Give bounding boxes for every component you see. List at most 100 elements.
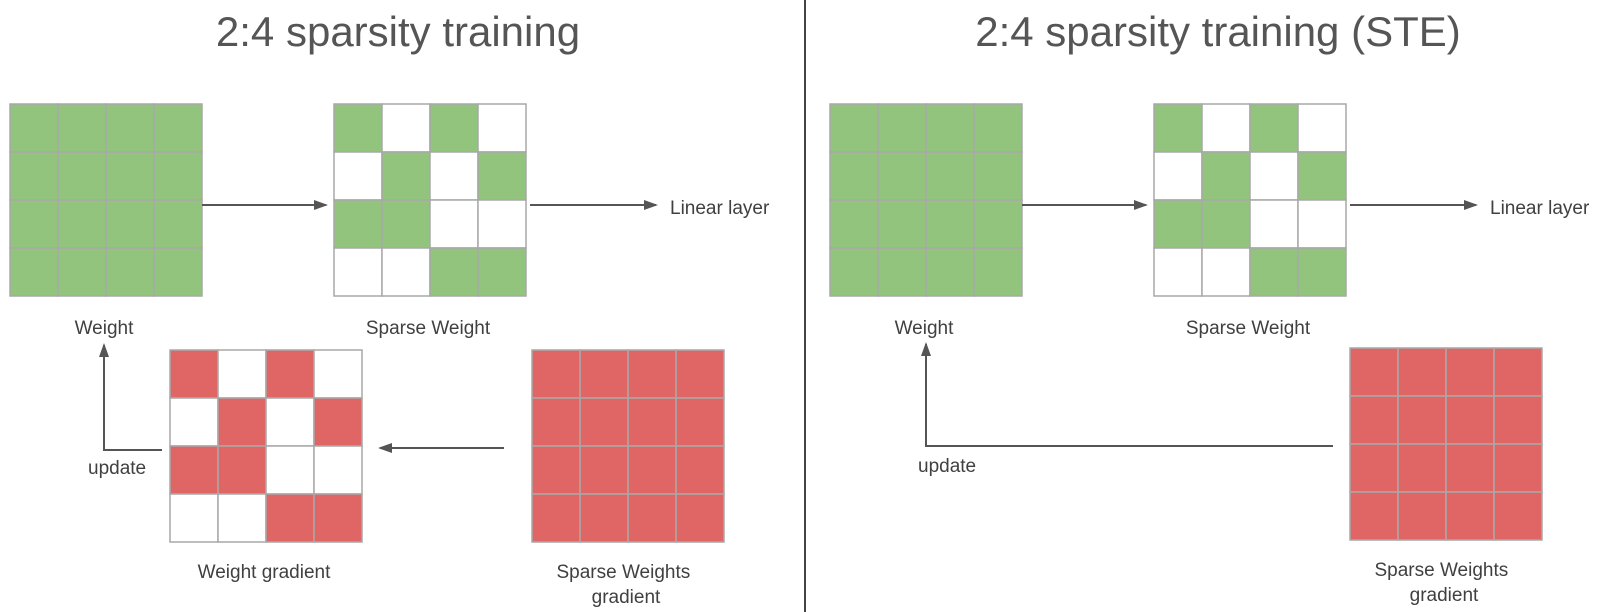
right-sparse-weights-gradient-grid-cell	[1349, 443, 1399, 493]
left-sparse-weight-grid-cell	[429, 247, 479, 297]
right-sparse-weights-gradient-grid-cell	[1397, 491, 1447, 541]
right-sparse-weight-grid-cell	[1201, 103, 1251, 153]
left-weight-gradient-grid-cell	[265, 493, 315, 543]
right-sparse-weights-gradient-grid-cell	[1493, 443, 1543, 493]
right-weight-grid-cell	[829, 151, 879, 201]
right-weight-grid-cell	[877, 199, 927, 249]
left-update-label: update	[88, 458, 146, 479]
left-sparse-weight-grid-cell	[477, 247, 527, 297]
left-weight-gradient-grid	[169, 349, 363, 543]
right-sparse-weight-grid-cell	[1249, 151, 1299, 201]
right-sparse-weights-gradient-grid-cell	[1493, 395, 1543, 445]
left-sparse-weights-gradient-line1: Sparse Weights	[556, 562, 690, 583]
left-sparse-weights-gradient-grid	[531, 349, 725, 543]
right-sparse-weights-gradient-line1: Sparse Weights	[1374, 560, 1508, 581]
right-sparse-weights-gradient-grid-cell	[1445, 395, 1495, 445]
right-weight-grid-cell	[925, 199, 975, 249]
right-sparse-weights-gradient-grid-cell	[1397, 395, 1447, 445]
right-linear-layer-label: Linear layer	[1490, 198, 1590, 219]
left-weight-gradient-grid-cell	[169, 397, 219, 447]
right-sparse-weight-label: Sparse Weight	[1186, 318, 1311, 339]
right-weight-grid-cell	[829, 247, 879, 297]
left-weight-gradient-grid-cell	[313, 397, 363, 447]
right-sparse-weight-grid-cell	[1297, 151, 1347, 201]
left-weight-gradient-label: Weight gradient	[198, 562, 331, 583]
right-sparse-weight-grid-cell	[1249, 247, 1299, 297]
left-sparse-weight-grid-cell	[477, 199, 527, 249]
left-weight-grid-cell	[153, 247, 203, 297]
right-sparse-weights-gradient-label: Sparse Weights gradient	[1374, 560, 1513, 606]
right-sparse-weight-grid-cell	[1297, 199, 1347, 249]
left-sparse-weights-gradient-grid-cell	[675, 445, 725, 495]
right-sparse-weight-grid-cell	[1249, 199, 1299, 249]
left-sparse-weight-grid-cell	[333, 103, 383, 153]
left-weight-gradient-grid-cell	[217, 445, 267, 495]
left-sparse-weights-gradient-grid-cell	[531, 445, 581, 495]
right-sparse-weights-gradient-grid	[1349, 347, 1543, 541]
left-sparse-weight-grid-cell	[381, 103, 431, 153]
left-sparse-weights-gradient-grid-cell	[531, 397, 581, 447]
left-weight-grid-cell	[57, 199, 107, 249]
left-weight-grid-cell	[57, 247, 107, 297]
right-sparse-weight-grid-cell	[1297, 247, 1347, 297]
right-title: 2:4 sparsity training (STE)	[975, 8, 1461, 55]
left-sparse-weight-grid-cell	[381, 247, 431, 297]
left-weight-gradient-grid-cell	[169, 445, 219, 495]
right-sparse-weights-gradient-grid-cell	[1445, 443, 1495, 493]
left-update-arrow	[99, 343, 162, 451]
left-weight-grid-cell	[57, 103, 107, 153]
left-sparse-weight-grid-cell	[333, 199, 383, 249]
right-weight-grid-cell	[877, 247, 927, 297]
left-weight-grid-cell	[153, 103, 203, 153]
right-sparse-weights-gradient-grid-cell	[1493, 491, 1543, 541]
right-sparse-weights-gradient-grid-cell	[1397, 443, 1447, 493]
left-sparse-weights-gradient-grid-cell	[579, 397, 629, 447]
right-sparse-weight-grid-cell	[1201, 151, 1251, 201]
right-sparse-weights-gradient-line2: gradient	[1410, 585, 1479, 606]
right-sparse-weights-gradient-grid-cell	[1349, 395, 1399, 445]
left-sparse-weight-grid-cell	[477, 151, 527, 201]
left-sparse-weights-gradient-grid-cell	[579, 445, 629, 495]
left-sparse-weights-gradient-line2: gradient	[592, 587, 661, 608]
right-sparse-weights-gradient-grid-cell	[1493, 347, 1543, 397]
left-sparse-weight-grid-cell	[333, 151, 383, 201]
left-weight-label: Weight	[75, 318, 135, 339]
left-weight-gradient-grid-cell	[265, 397, 315, 447]
left-weight-gradient-grid-cell	[217, 397, 267, 447]
right-sparse-weight-grid-cell	[1201, 199, 1251, 249]
left-weight-gradient-grid-cell	[217, 493, 267, 543]
left-weight-grid-cell	[57, 151, 107, 201]
left-weight-grid-cell	[105, 151, 155, 201]
left-sparse-weight-grid-cell	[381, 199, 431, 249]
right-weight-grid-cell	[877, 151, 927, 201]
left-sparse-weights-gradient-grid-cell	[675, 349, 725, 399]
right-sparse-weights-gradient-grid-cell	[1445, 491, 1495, 541]
left-weight-grid-cell	[105, 247, 155, 297]
right-sparse-weights-gradient-grid-cell	[1445, 347, 1495, 397]
left-sparse-weights-gradient-grid-cell	[627, 445, 677, 495]
right-panel: 2:4 sparsity training (STE) Weight Spars…	[829, 8, 1590, 606]
left-sparse-weights-gradient-grid-cell	[675, 397, 725, 447]
left-title: 2:4 sparsity training	[216, 8, 580, 55]
left-panel: 2:4 sparsity training Weight Sparse Weig…	[9, 8, 770, 608]
left-sparse-weight-label: Sparse Weight	[366, 318, 491, 339]
left-weight-gradient-grid-cell	[169, 349, 219, 399]
right-sparse-weight-grid	[1153, 103, 1347, 297]
right-weight-grid-cell	[973, 151, 1023, 201]
right-weight-grid	[829, 103, 1023, 297]
right-weight-grid-cell	[925, 103, 975, 153]
right-update-label: update	[918, 456, 976, 477]
left-weight-grid-cell	[105, 103, 155, 153]
right-sparse-weight-grid-cell	[1297, 103, 1347, 153]
left-weight-gradient-grid-cell	[265, 349, 315, 399]
left-sparse-weights-gradient-grid-cell	[675, 493, 725, 543]
left-weight-grid	[9, 103, 203, 297]
left-sparse-weight-grid-cell	[429, 151, 479, 201]
left-sparse-weights-gradient-label: Sparse Weights gradient	[556, 562, 695, 608]
left-weight-gradient-grid-cell	[265, 445, 315, 495]
left-sparse-weights-gradient-grid-cell	[627, 493, 677, 543]
left-weight-gradient-grid-cell	[169, 493, 219, 543]
left-weight-gradient-grid-cell	[217, 349, 267, 399]
right-sparse-weights-gradient-grid-cell	[1397, 347, 1447, 397]
